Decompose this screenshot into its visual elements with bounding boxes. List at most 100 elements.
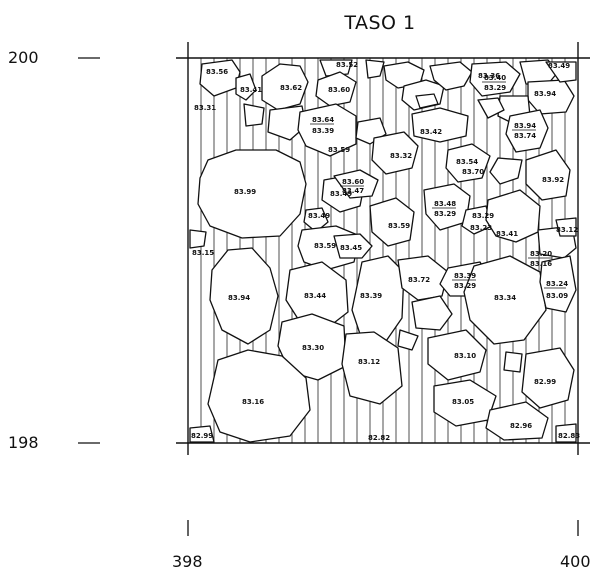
elevation-label: 83.29 (472, 212, 494, 220)
elevation-label: 83.20 (530, 250, 552, 258)
elevation-label: 83.16 (242, 398, 264, 406)
stone (267, 105, 307, 141)
label-underlines (310, 81, 566, 289)
elevation-label: 82.99 (534, 378, 556, 386)
stone (365, 59, 385, 79)
stone (463, 255, 547, 345)
stone (539, 255, 577, 313)
stone (333, 233, 373, 259)
elevation-label: 83.99 (234, 188, 256, 196)
stone (371, 131, 419, 175)
elevation-label: 83.56 (206, 68, 228, 76)
elevation-label: 83.31 (194, 104, 216, 112)
elevation-label: 83.09 (546, 292, 568, 300)
stone (277, 313, 347, 381)
stone (397, 329, 419, 351)
elevation-label: 83.64 (312, 116, 334, 124)
stones-layer (189, 59, 577, 443)
elevation-label: 83.15 (192, 249, 214, 257)
stone (189, 229, 207, 249)
elevation-label: 83.30 (302, 344, 324, 352)
stone (297, 103, 357, 157)
stone (351, 255, 405, 345)
elevation-label: 83.72 (408, 276, 430, 284)
x-axis-label-right: 400 (560, 552, 591, 571)
stone (469, 61, 521, 97)
elevation-label: 83.29 (454, 282, 476, 290)
stone (489, 157, 523, 185)
stone (189, 425, 215, 443)
stone (207, 349, 311, 443)
stone (261, 63, 309, 111)
stone (397, 255, 449, 301)
elevation-label: 83.60 (328, 86, 350, 94)
elevation-label: 83.16 (530, 260, 552, 268)
elevation-label: 83.32 (390, 152, 412, 160)
stone (333, 169, 379, 199)
elevation-label: 83.34 (494, 294, 516, 302)
elevation-label: 83.39 (454, 272, 476, 280)
elevation-label: 83.23 (470, 224, 492, 232)
stone (243, 103, 265, 127)
elevation-label: 83.74 (514, 132, 536, 140)
stone (315, 71, 357, 107)
axis-ticks (78, 57, 579, 536)
stone (545, 61, 577, 83)
elevation-label: 83.10 (454, 352, 476, 360)
x-axis-label-left: 398 (172, 552, 203, 571)
stone (411, 295, 453, 331)
stone (445, 143, 491, 183)
stone (461, 205, 493, 235)
elevation-label: 83.60 (342, 178, 364, 186)
elevation-label: 83.62 (280, 84, 302, 92)
elevation-label: 83.59 (314, 242, 336, 250)
stone (429, 61, 473, 91)
stone (341, 331, 403, 405)
elevation-label: 83.05 (452, 398, 474, 406)
elevation-label: 82.82 (368, 434, 390, 442)
elevation-label: 83.42 (420, 128, 442, 136)
elevation-label: 83.94 (514, 122, 536, 130)
elevation-label: 83.29 (484, 84, 506, 92)
elevation-label: 83.44 (304, 292, 326, 300)
elevation-label: 83.49 (330, 190, 352, 198)
stone (197, 149, 307, 239)
elevation-label: 83.70 (462, 168, 484, 176)
elevation-label: 83.39 (360, 292, 382, 300)
elevation-label: 83.49 (548, 62, 570, 70)
stone (521, 347, 575, 409)
stone (525, 149, 571, 201)
elevation-label: 83.24 (546, 280, 568, 288)
stone (427, 329, 487, 381)
elevation-label: 83.47 (342, 187, 364, 195)
stone (319, 59, 353, 77)
elevation-labels: 83.56 83.41 83.62 83.52 83.60 83.36 83.4… (191, 61, 580, 442)
elevation-label: 83.36 (478, 72, 500, 80)
y-axis-label-top: 200 (8, 48, 39, 67)
stone (555, 217, 577, 237)
elevation-label: 82.83 (558, 432, 580, 440)
stone (209, 247, 279, 345)
stone (485, 401, 549, 441)
elevation-label: 82.99 (191, 432, 213, 440)
elevation-label: 83.59 (388, 222, 410, 230)
elevation-label: 83.45 (340, 244, 362, 252)
stone (235, 73, 257, 101)
elevation-label: 83.29 (434, 210, 456, 218)
elevation-label: 83.59 (328, 146, 350, 154)
elevation-label: 83.41 (496, 230, 518, 238)
stone (285, 261, 349, 327)
trench-frame (176, 42, 590, 455)
elevation-label: 83.52 (336, 61, 358, 69)
elevation-label: 83.12 (358, 358, 380, 366)
elevation-label: 83.39 (312, 127, 334, 135)
elevation-label: 83.41 (240, 86, 262, 94)
elevation-label: 83.54 (456, 158, 478, 166)
stone (505, 109, 549, 153)
elevation-label: 83.49 (308, 212, 330, 220)
elevation-label: 83.48 (434, 200, 456, 208)
elevation-label: 83.12 (556, 226, 578, 234)
elevation-label: 83.94 (228, 294, 250, 302)
stone (477, 97, 505, 119)
